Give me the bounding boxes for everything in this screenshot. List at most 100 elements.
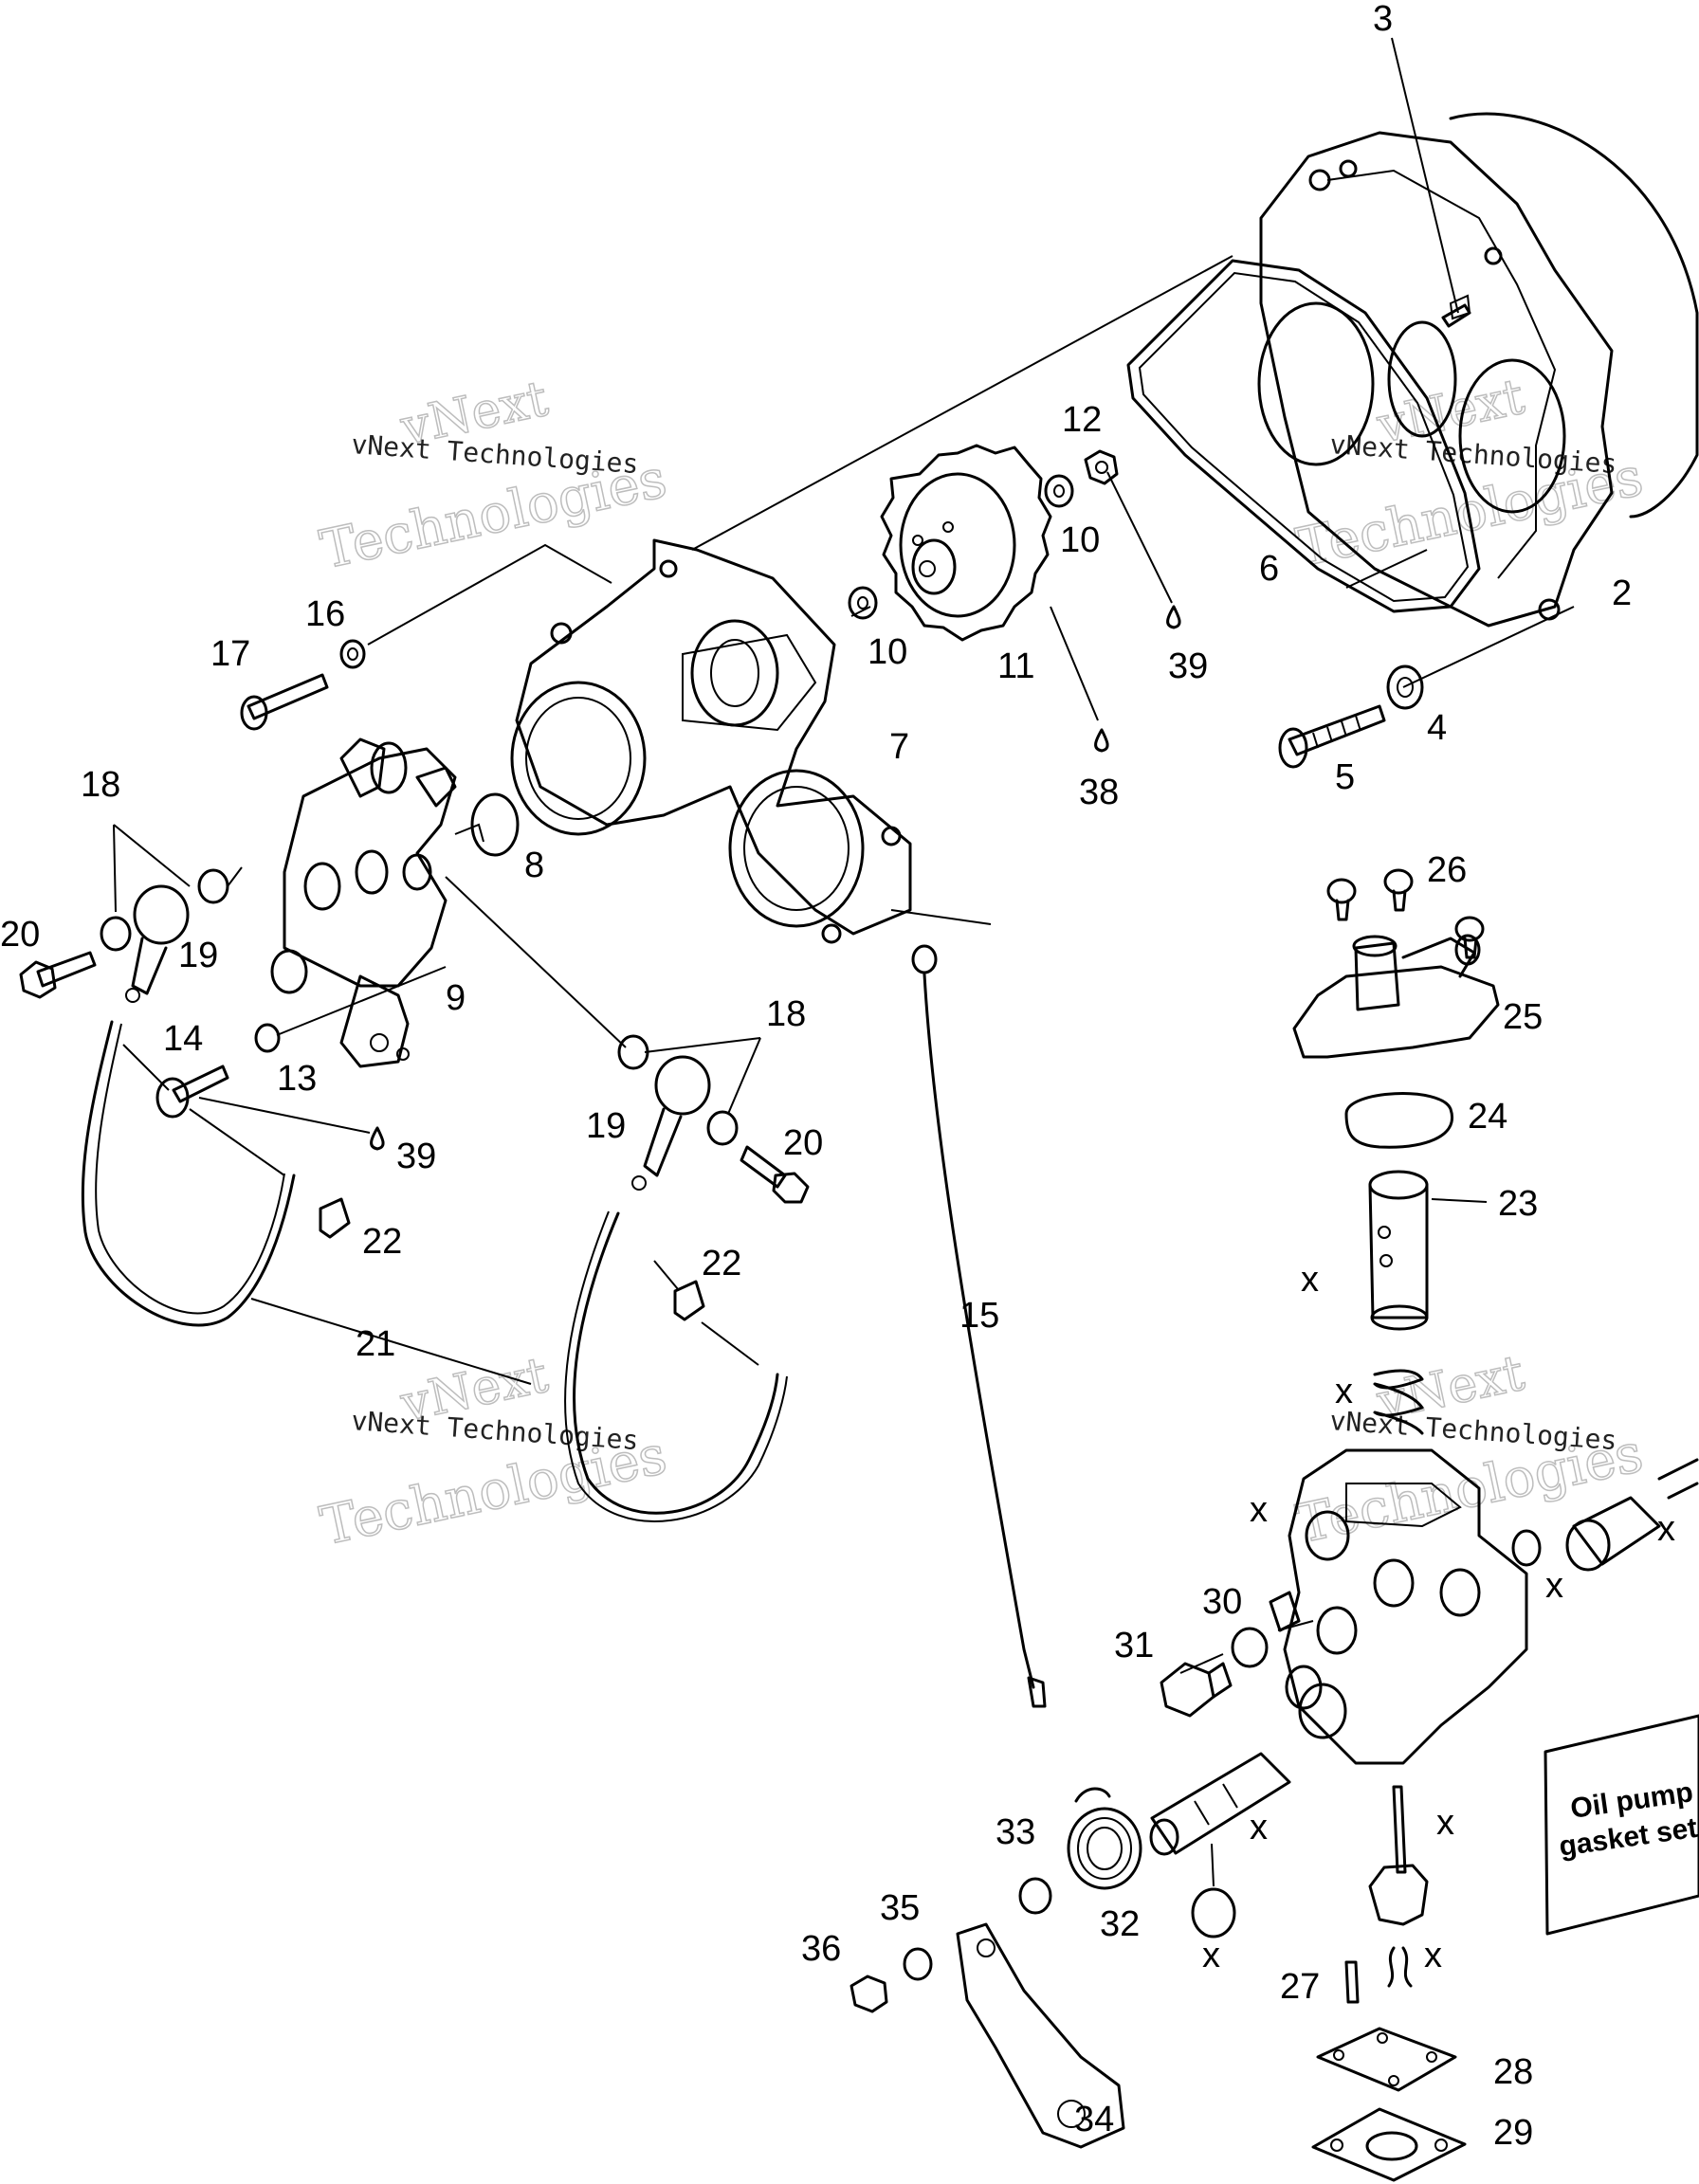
callout-34: 34 [1074, 2100, 1114, 2139]
part-10-washer-a [848, 586, 878, 620]
part-2-rotary-valve-cover [1257, 112, 1699, 628]
part-20-banjo-bolt-center [740, 1145, 810, 1204]
callout-19-left: 19 [178, 936, 218, 975]
part-8-o-ring [470, 792, 520, 857]
part-35-lock-washer [903, 1947, 933, 1981]
callout-33: 33 [996, 1812, 1035, 1852]
kit-markers: x x x x x x x x x [1202, 1260, 1675, 1975]
callout-18-left: 18 [81, 765, 120, 805]
part-17-bolt [240, 673, 329, 731]
part-5-screw [1278, 704, 1386, 769]
part-side-valve [1511, 1458, 1699, 1572]
callout-22-center: 22 [702, 1244, 741, 1283]
part-12-nut [1084, 449, 1119, 485]
part-pump-body [1269, 1448, 1528, 1765]
callout-6: 6 [1259, 549, 1279, 589]
part-drive-shaft [1368, 1785, 1429, 1926]
part-18-washer-left-b [100, 916, 132, 952]
part-6-gasket [1126, 259, 1481, 613]
callout-11: 11 [997, 646, 1034, 686]
callout-10-right: 10 [1060, 520, 1100, 560]
callout-2: 2 [1612, 573, 1632, 613]
callout-16: 16 [305, 594, 345, 634]
part-14-screw [155, 1065, 229, 1119]
part-25-pump-cover [1292, 934, 1500, 1059]
callout-15: 15 [959, 1296, 999, 1336]
callout-10-left: 10 [868, 632, 907, 672]
callout-20-center: 20 [783, 1123, 823, 1163]
part-21-oil-hose-left [81, 1020, 296, 1327]
part-21-oil-hose-center [564, 1210, 788, 1522]
callout-12: 12 [1062, 400, 1102, 440]
part-circlip [1387, 1946, 1413, 1988]
part-34-pump-lever [956, 1922, 1125, 2149]
callout-5: 5 [1335, 757, 1355, 797]
leader-lines [113, 37, 1575, 1887]
part-32-return-spring [1067, 1787, 1142, 1890]
marker-x-9: x [1424, 1936, 1442, 1975]
callout-32: 32 [1100, 1904, 1140, 1944]
callout-14: 14 [163, 1019, 203, 1059]
marker-x-7: x [1436, 1803, 1454, 1843]
part-18-washer-left-a [197, 868, 229, 904]
marker-x-8: x [1202, 1936, 1220, 1975]
part-spring [1373, 1369, 1424, 1435]
callout-25: 25 [1503, 997, 1543, 1037]
part-10-washer-b [1044, 474, 1074, 508]
callout-22-left: 22 [362, 1222, 402, 1262]
callout-19-center: 19 [586, 1106, 626, 1146]
part-38-drop-sealant [1094, 728, 1109, 753]
callout-35: 35 [880, 1888, 920, 1928]
part-27-pin [1344, 1960, 1360, 2004]
marker-x-3: x [1250, 1490, 1268, 1530]
callout-8: 8 [524, 846, 544, 885]
part-13-washer [254, 1023, 281, 1053]
part-29-cover-plate [1311, 2107, 1467, 2182]
part-19-banjo-fitting-center [631, 1055, 711, 1191]
part-36-nut [850, 1975, 888, 2013]
part-23-piston [1368, 1170, 1429, 1331]
part-22-hose-clamp-center [673, 1280, 705, 1321]
part-33-washer [1018, 1877, 1052, 1915]
callout-36: 36 [801, 1929, 841, 1969]
callout-28: 28 [1493, 2052, 1533, 2092]
part-9-oil-pump-assembly [270, 737, 484, 1068]
callout-38: 38 [1079, 773, 1119, 812]
callout-4: 4 [1427, 708, 1447, 748]
part-18-washer-center-a [617, 1034, 649, 1070]
callout-20-left: 20 [0, 915, 40, 955]
marker-x-4: x [1657, 1509, 1675, 1549]
callout-18-center: 18 [766, 994, 806, 1034]
callout-23: 23 [1498, 1184, 1538, 1224]
watermark-line-bottom-right: vNext Technologies [1329, 1405, 1618, 1456]
part-4-washer [1386, 664, 1424, 710]
part-18-washer-center-b [706, 1110, 739, 1146]
part-7-oil-pump-housing [510, 538, 912, 944]
oil-pump-gasket-kit-card: Oil pump gasket set [1544, 1714, 1699, 1936]
callout-9: 9 [446, 978, 466, 1018]
marker-x-1: x [1301, 1260, 1319, 1300]
part-31-plug-screw [1160, 1662, 1233, 1718]
callout-17: 17 [210, 634, 250, 674]
callout-24: 24 [1468, 1097, 1507, 1137]
callout-29: 29 [1493, 2113, 1533, 2153]
callout-30: 30 [1202, 1582, 1242, 1622]
callout-31: 31 [1114, 1626, 1154, 1665]
part-30-washer [1231, 1627, 1269, 1668]
part-15-ground-cable [911, 944, 1047, 1708]
part-spindle-valve [1149, 1752, 1291, 1856]
part-20-banjo-bolt-left [19, 951, 97, 999]
part-39-drop-grease-top [1166, 605, 1181, 629]
callout-13: 13 [277, 1059, 317, 1099]
watermark-line-top-right: vNext Technologies [1329, 428, 1618, 480]
callout-39-top: 39 [1168, 646, 1208, 686]
callout-3: 3 [1373, 0, 1393, 39]
part-24-o-ring [1344, 1092, 1454, 1149]
part-19-banjo-fitting-left [125, 884, 190, 1003]
callout-21: 21 [356, 1324, 395, 1364]
marker-x-6: x [1250, 1808, 1268, 1847]
part-seal [1191, 1887, 1236, 1938]
marker-x-2: x [1335, 1372, 1353, 1411]
callout-27: 27 [1280, 1967, 1320, 2007]
